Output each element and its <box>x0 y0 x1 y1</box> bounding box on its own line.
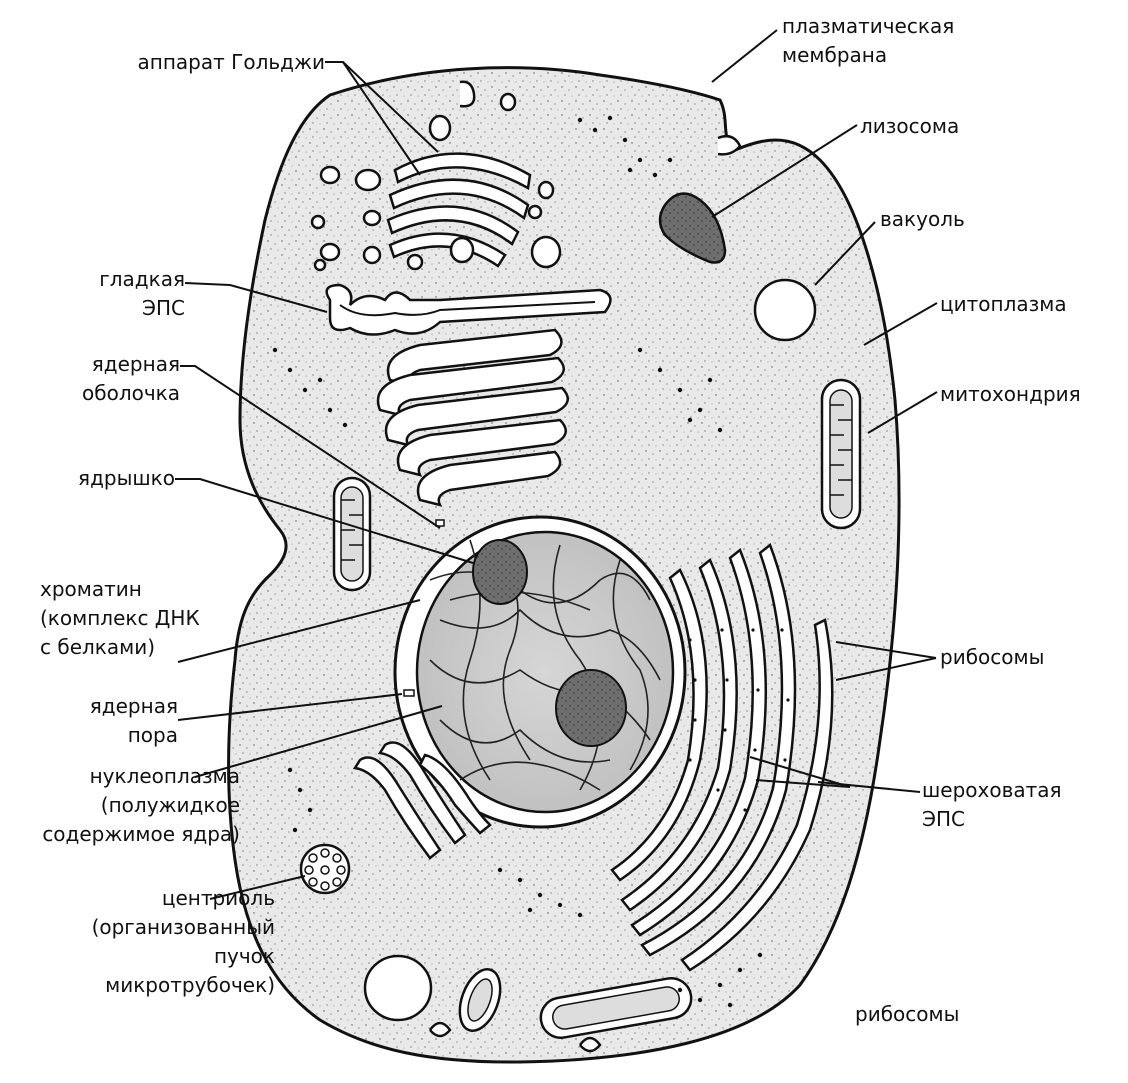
membrane-notch <box>580 1038 600 1051</box>
label-plasma-membrane: плазматическая мембрана <box>782 12 954 70</box>
label-nuclear-envelope: ядерная оболочка <box>20 350 180 408</box>
membrane-notch <box>460 82 474 107</box>
nucleolus-2 <box>556 670 626 746</box>
mitochondrion-left <box>334 478 370 590</box>
nucleolus-1 <box>473 540 527 604</box>
label-mitochondrion: митохондрия <box>940 380 1081 409</box>
label-lysosome: лизосома <box>860 112 959 141</box>
label-nucleoplasm: нуклеоплазма (полужидкое содержимое ядра… <box>0 762 240 849</box>
label-cytoplasm: цитоплазма <box>940 290 1067 319</box>
mitochondrion-right <box>822 380 860 528</box>
label-nuclear-pore: ядерная пора <box>20 692 178 750</box>
membrane-notch <box>430 1023 450 1036</box>
label-ribosomes-right: рибосомы <box>940 643 1044 672</box>
label-ribosomes-bottom: рибосомы <box>855 1000 959 1029</box>
label-golgi: аппарат Гольджи <box>100 48 325 77</box>
vacuole <box>755 280 815 340</box>
label-nucleolus: ядрышко <box>20 464 175 493</box>
label-smooth-er: гладкая ЭПС <box>30 265 185 323</box>
label-chromatin: хроматин (комплекс ДНК с белками) <box>40 575 200 662</box>
vacuole-bottom <box>365 956 431 1020</box>
label-vacuole: вакуоль <box>880 205 965 234</box>
label-centriole: центриоль (организованный пучок микротру… <box>30 884 275 1000</box>
centriole <box>301 845 349 893</box>
label-rough-er: шероховатая ЭПС <box>922 776 1062 834</box>
